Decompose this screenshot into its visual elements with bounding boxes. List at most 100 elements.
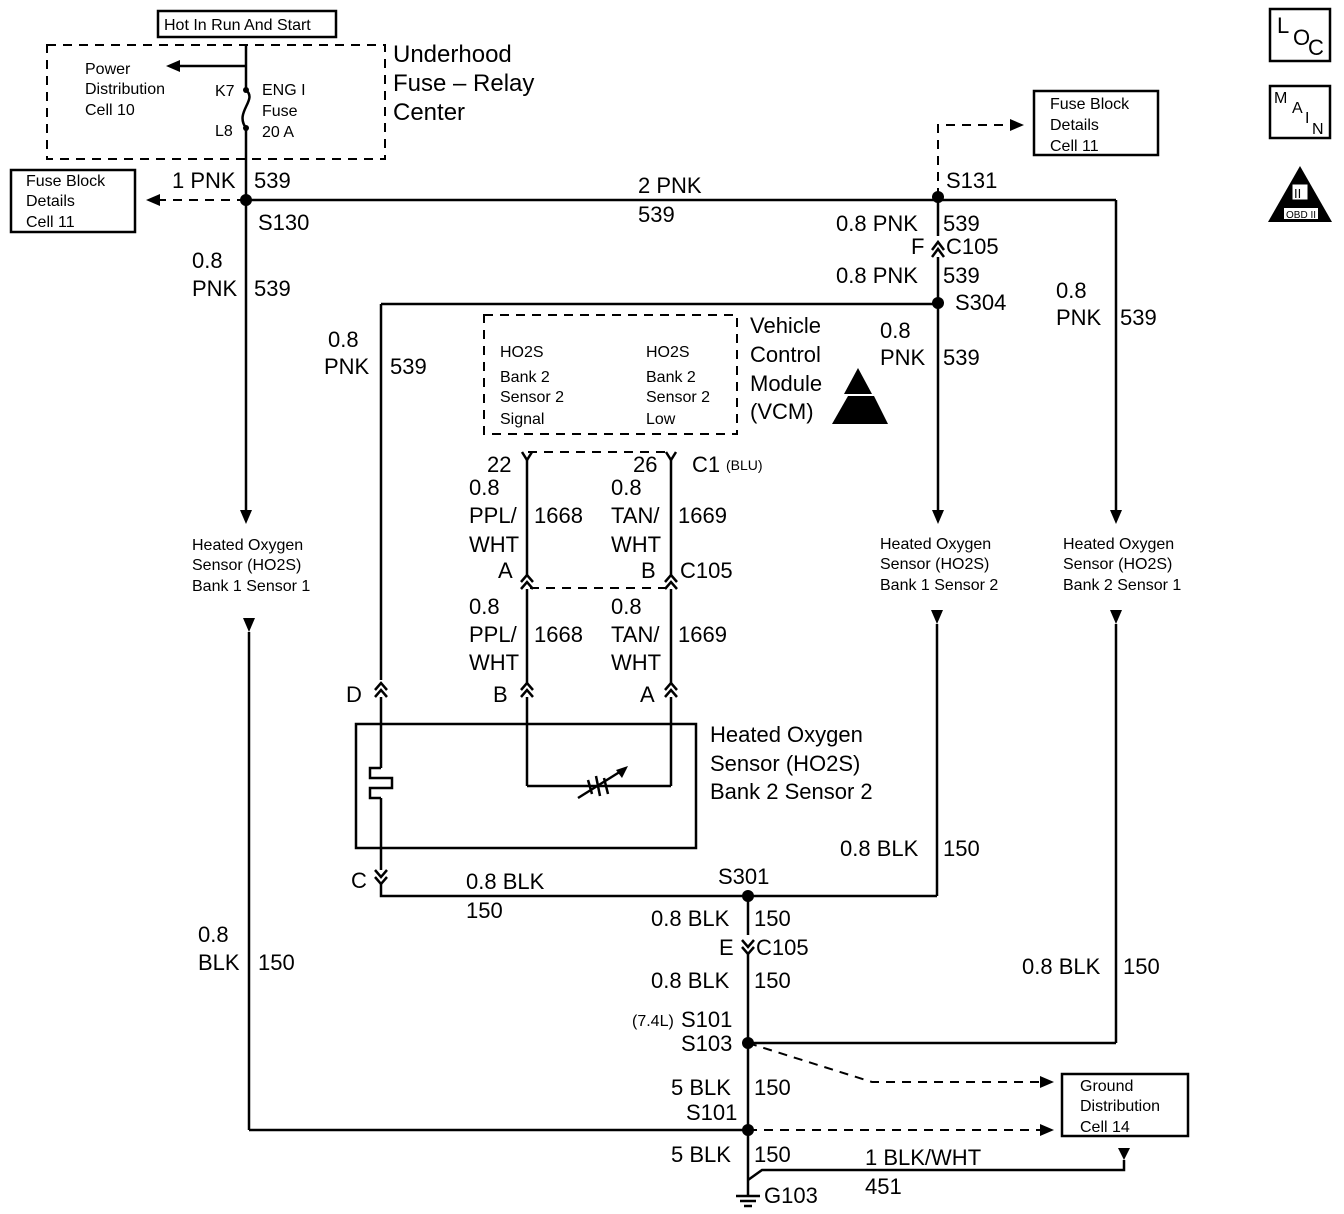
- power-distribution-ref: Power Distribution Cell 10: [85, 61, 165, 119]
- svg-text:22: 22: [487, 452, 511, 477]
- svg-text:HO2S: HO2S: [500, 344, 544, 361]
- heater-element-icon: [368, 766, 394, 800]
- arrow-left-icon: [146, 194, 160, 206]
- arrow-down-icon: [1110, 610, 1122, 624]
- svg-text:Control: Control: [750, 342, 821, 367]
- svg-text:L: L: [1277, 13, 1289, 38]
- svg-text:150: 150: [754, 1075, 791, 1100]
- svg-text:539: 539: [390, 354, 427, 379]
- ho2s-bank2-sensor1-label: Heated Oxygen Sensor (HO2S) Bank 2 Senso…: [1063, 536, 1181, 594]
- svg-text:Power: Power: [85, 61, 131, 78]
- svg-text:N: N: [1312, 121, 1324, 138]
- svg-text:5 BLK: 5 BLK: [671, 1075, 731, 1100]
- vcm-title: Vehicle Control Module (VCM): [750, 313, 822, 424]
- arrow-down-icon: [243, 618, 255, 632]
- vcm-pin-26-desc: HO2S Bank 2 Sensor 2 Low: [646, 344, 710, 428]
- svg-text:A: A: [498, 558, 513, 583]
- svg-text:0.8 BLK: 0.8 BLK: [651, 906, 730, 931]
- svg-text:Details: Details: [26, 193, 75, 210]
- svg-text:0.8: 0.8: [469, 475, 500, 500]
- svg-text:0.8: 0.8: [469, 594, 500, 619]
- svg-text:(BLU): (BLU): [726, 457, 763, 473]
- svg-text:WHT: WHT: [469, 532, 519, 557]
- connector-c105-f-icon: [931, 239, 945, 251]
- svg-text:150: 150: [754, 1142, 791, 1167]
- svg-text:PPL/: PPL/: [469, 503, 518, 528]
- svg-text:150: 150: [754, 906, 791, 931]
- svg-text:TAN/: TAN/: [611, 503, 660, 528]
- svg-text:0.8: 0.8: [611, 475, 642, 500]
- svg-text:Sensor 2: Sensor 2: [500, 389, 564, 406]
- svg-text:I: I: [1305, 110, 1309, 127]
- svg-text:WHT: WHT: [611, 532, 661, 557]
- svg-text:C1: C1: [692, 452, 720, 477]
- svg-text:0.8: 0.8: [880, 318, 911, 343]
- svg-text:Underhood: Underhood: [393, 41, 512, 68]
- svg-text:Bank 2: Bank 2: [646, 369, 696, 386]
- svg-text:A: A: [640, 682, 655, 707]
- svg-text:C105: C105: [680, 558, 733, 583]
- svg-text:Fuse Block: Fuse Block: [1050, 96, 1130, 113]
- fuse-block-details-left[interactable]: [9, 168, 137, 234]
- svg-text:539: 539: [943, 211, 980, 236]
- vcm-pin-22-desc: HO2S Bank 2 Sensor 2 Signal: [500, 344, 564, 428]
- svg-text:Cell 11: Cell 11: [1050, 138, 1099, 155]
- svg-text:2 PNK: 2 PNK: [638, 173, 702, 198]
- svg-text:S101: S101: [681, 1007, 732, 1032]
- svg-text:M: M: [1274, 90, 1287, 107]
- svg-text:B: B: [641, 558, 656, 583]
- svg-text:D: D: [346, 682, 362, 707]
- svg-text:Ground: Ground: [1080, 1078, 1133, 1095]
- svg-text:20 A: 20 A: [262, 124, 294, 141]
- svg-text:150: 150: [258, 950, 295, 975]
- s301-label: S301: [718, 864, 769, 889]
- variable-resistor-icon: [577, 766, 628, 800]
- svg-text:Details: Details: [1050, 117, 1099, 134]
- ground-distribution-ref[interactable]: [1060, 1072, 1190, 1138]
- fuse-block-details-right[interactable]: [1032, 89, 1160, 157]
- hot-in-run-box: [156, 9, 338, 39]
- connector-c105-e-icon: [741, 939, 755, 949]
- s131-label: S131: [946, 168, 997, 193]
- svg-text:II: II: [1294, 186, 1301, 201]
- svg-text:Heated Oxygen: Heated Oxygen: [710, 722, 863, 747]
- arrow-right-icon: [1010, 119, 1024, 131]
- ho2s-bank1-sensor1-label: Heated Oxygen Sensor (HO2S) Bank 1 Senso…: [192, 537, 310, 595]
- arrow-right-icon: [1040, 1124, 1054, 1136]
- svg-text:539: 539: [254, 168, 291, 193]
- arrow-down-icon: [932, 510, 944, 524]
- svg-text:ENG I: ENG I: [262, 82, 306, 99]
- svg-text:539: 539: [638, 202, 675, 227]
- svg-text:Sensor (HO2S): Sensor (HO2S): [192, 557, 301, 574]
- arrow-left-icon: [166, 60, 180, 72]
- svg-text:0.8: 0.8: [328, 327, 359, 352]
- hot-in-run-label: Hot In Run And Start: [164, 17, 311, 34]
- svg-text:1 PNK: 1 PNK: [172, 168, 236, 193]
- svg-text:Bank 1 Sensor 1: Bank 1 Sensor 1: [192, 578, 310, 595]
- svg-text:5 BLK: 5 BLK: [671, 1142, 731, 1167]
- svg-text:150: 150: [466, 898, 503, 923]
- svg-text:Bank 1 Sensor 2: Bank 1 Sensor 2: [880, 577, 998, 594]
- underhood-fuse-center-box: [46, 44, 386, 160]
- svg-text:(VCM): (VCM): [750, 399, 814, 424]
- svg-text:PNK: PNK: [192, 276, 238, 301]
- svg-text:0.8: 0.8: [192, 248, 223, 273]
- svg-text:Fuse Block: Fuse Block: [26, 173, 106, 190]
- svg-text:0.8 BLK: 0.8 BLK: [466, 869, 545, 894]
- svg-text:WHT: WHT: [611, 650, 661, 675]
- svg-text:Fuse: Fuse: [262, 103, 298, 120]
- svg-text:0.8 BLK: 0.8 BLK: [840, 836, 919, 861]
- svg-text:Distribution: Distribution: [85, 81, 165, 98]
- svg-text:A: A: [1292, 100, 1303, 117]
- svg-text:BLK: BLK: [198, 950, 240, 975]
- svg-text:1669: 1669: [678, 503, 727, 528]
- svg-text:150: 150: [754, 968, 791, 993]
- svg-text:C105: C105: [756, 935, 809, 960]
- svg-text:Bank 2 Sensor 1: Bank 2 Sensor 1: [1063, 577, 1181, 594]
- svg-text:451: 451: [865, 1174, 902, 1199]
- svg-text:F: F: [911, 234, 924, 259]
- svg-text:S101: S101: [686, 1100, 737, 1125]
- svg-text:C: C: [1308, 35, 1324, 60]
- main-symbol: [1268, 84, 1332, 140]
